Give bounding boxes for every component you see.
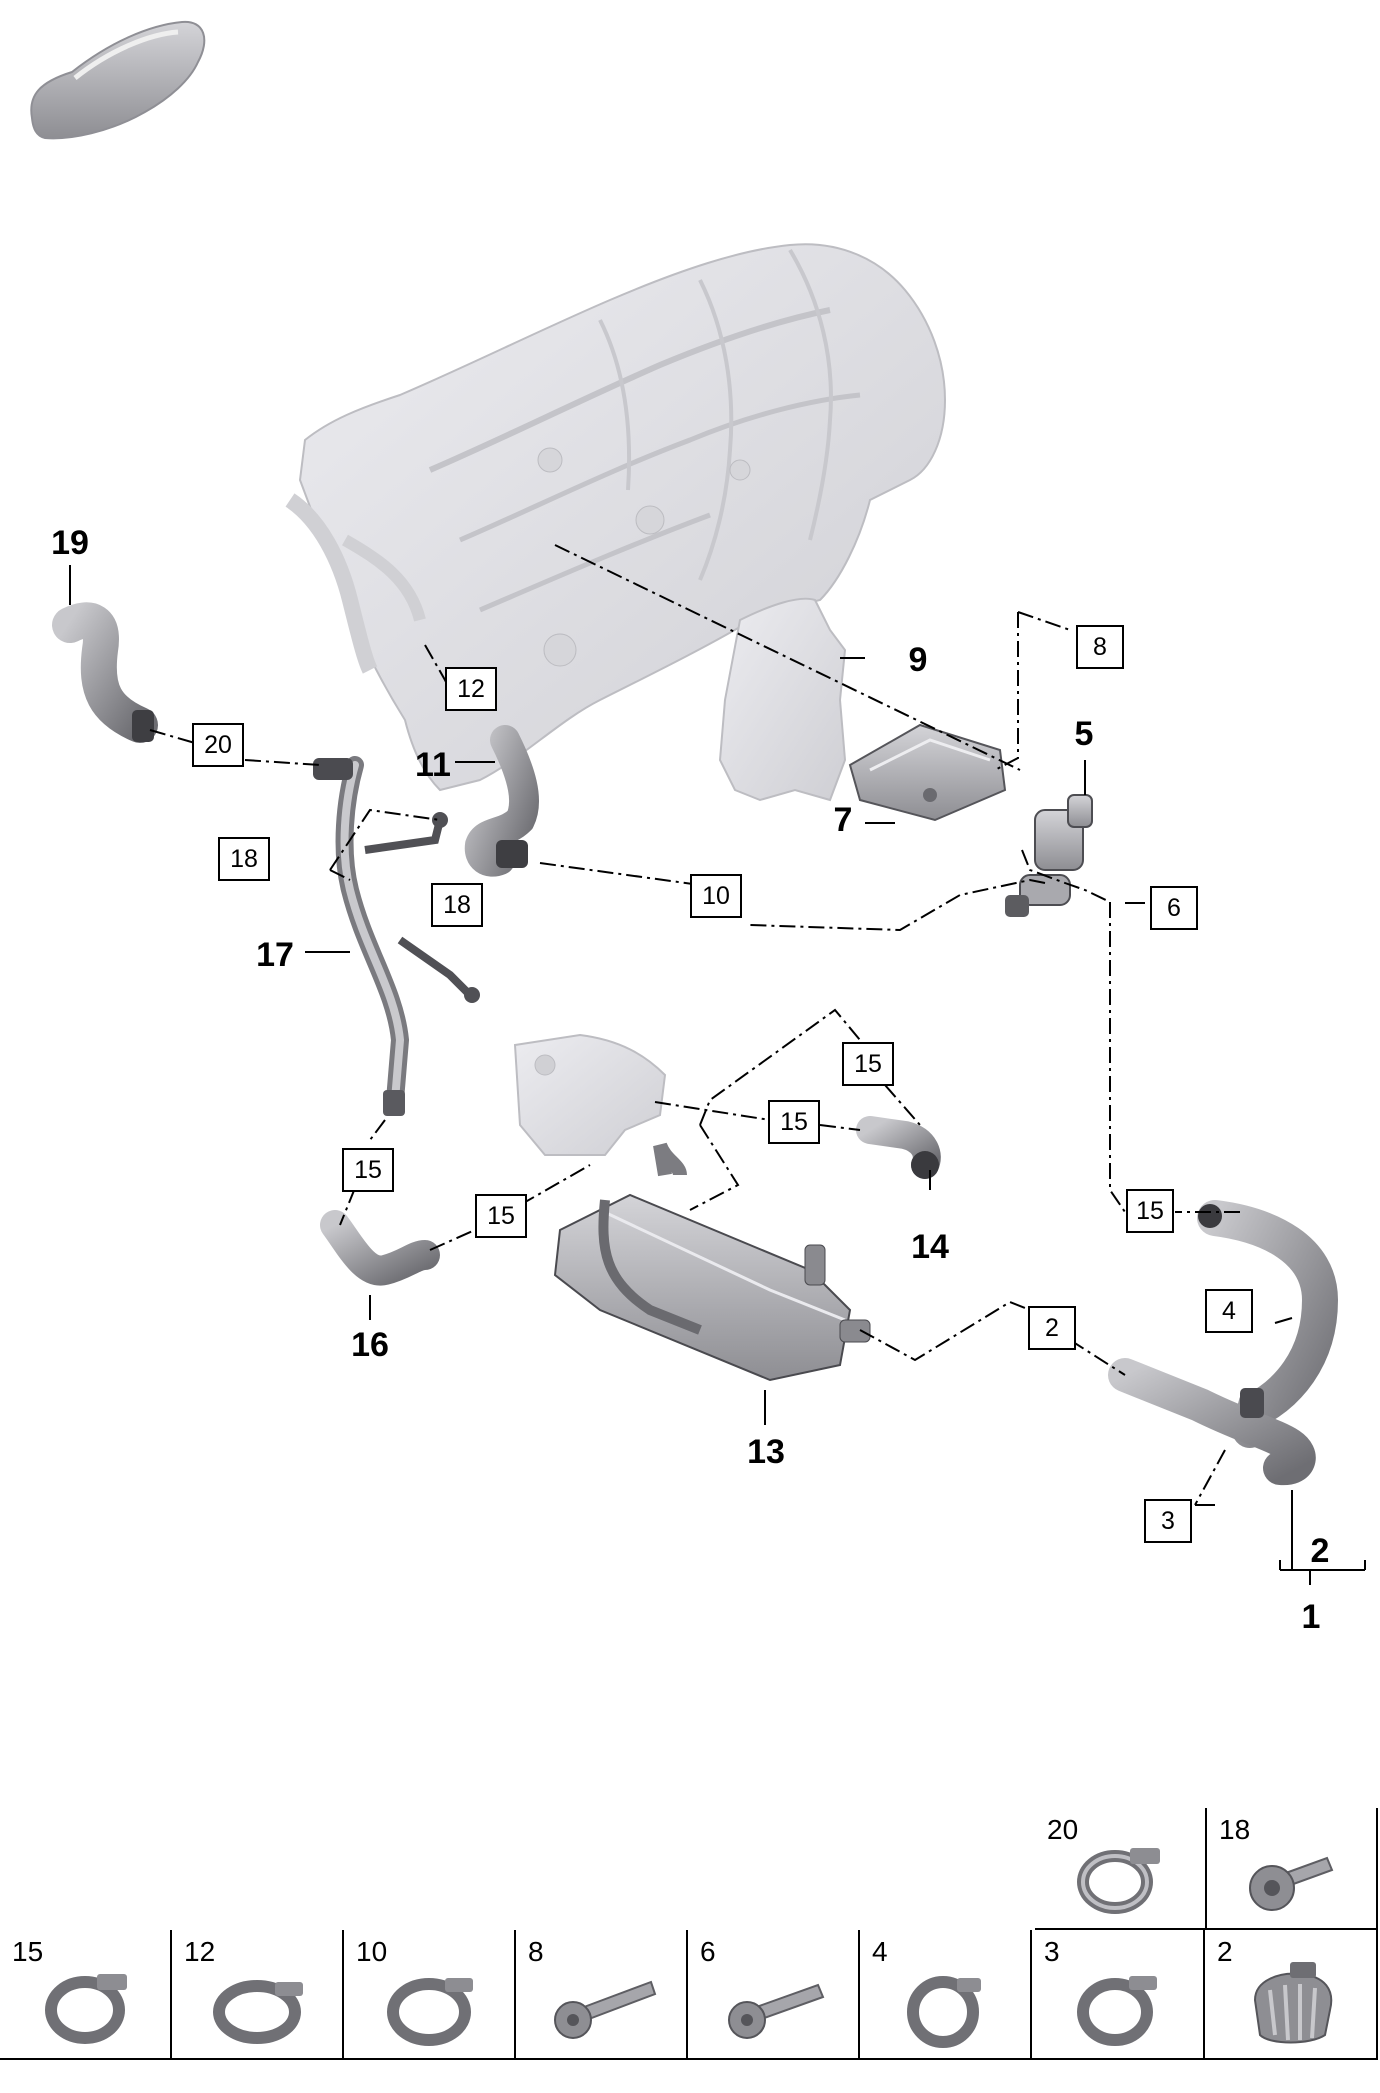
- thumbnail-label: 10: [356, 1936, 388, 1967]
- hose-assembly: [1108, 1200, 1339, 1486]
- part-number-16: 16: [351, 1326, 389, 1364]
- part-number-5: 5: [1074, 715, 1094, 753]
- thumbnail-18[interactable]: 18: [1207, 1808, 1378, 1930]
- hose-clamp-icon: [1077, 1848, 1160, 1914]
- thumbnail-label: 3: [1044, 1936, 1060, 1967]
- fastener-ref-6[interactable]: 6: [1150, 886, 1198, 930]
- part-number-2: 2: [1310, 1532, 1330, 1570]
- thumbnail-8[interactable]: 8: [516, 1930, 688, 2060]
- thumbnail-label: 4: [872, 1936, 888, 1967]
- fastener-ref-15[interactable]: 15: [342, 1148, 394, 1192]
- thumbnail-3[interactable]: 3: [1032, 1930, 1205, 2060]
- coolant-valve: [1005, 794, 1093, 917]
- thumbnail-label: 12: [184, 1936, 216, 1967]
- bracket: [848, 723, 1007, 822]
- part-number-13: 13: [747, 1433, 785, 1471]
- hose-19-end: [132, 710, 154, 742]
- hose-clamp-icon: [387, 1978, 473, 2046]
- fastener-ref-12[interactable]: 12: [445, 667, 497, 711]
- fastener-ref-18[interactable]: 18: [431, 883, 483, 927]
- part-number-19: 19: [51, 524, 89, 562]
- fastener-ref-15[interactable]: 15: [842, 1042, 894, 1086]
- thumbnail-label: 20: [1047, 1814, 1079, 1845]
- fastener-ref-15[interactable]: 15: [768, 1100, 820, 1144]
- fastener-ref-10[interactable]: 10: [690, 874, 742, 918]
- hose-14-end: [911, 1151, 939, 1179]
- thumbnail-label: 8: [528, 1936, 544, 1967]
- thumbnail-15[interactable]: 15: [0, 1930, 172, 2060]
- thumbnail-6[interactable]: 6: [688, 1930, 860, 2060]
- thumbnail-10[interactable]: 10: [344, 1930, 516, 2060]
- part-number-17: 17: [256, 936, 294, 974]
- hose-11: [464, 725, 539, 877]
- leader-lines: [69, 565, 1366, 1585]
- thumbnail-20[interactable]: 20: [1035, 1808, 1207, 1930]
- bolt-icon: [554, 1980, 657, 2039]
- thumbnail-4[interactable]: 4: [860, 1930, 1032, 2060]
- thumbnail-2[interactable]: 2: [1205, 1930, 1378, 2060]
- part-number-14: 14: [911, 1228, 949, 1266]
- oil-cooler: [553, 1142, 871, 1382]
- part-number-9: 9: [908, 641, 928, 679]
- thumbnail-label: 6: [700, 1936, 716, 1967]
- heat-shield: [718, 597, 847, 802]
- fastener-ref-4[interactable]: 15: [1126, 1189, 1174, 1233]
- hose-16: [320, 1210, 440, 1286]
- thumbnail-12[interactable]: 12: [172, 1930, 344, 2060]
- coolant-pipe: [313, 756, 480, 1116]
- hose-19: [52, 602, 158, 743]
- fastener-ref-2[interactable]: 4: [1205, 1289, 1253, 1333]
- hose-11-end: [496, 840, 528, 868]
- fastener-ref-8[interactable]: 8: [1076, 625, 1124, 669]
- part-number-1: 1: [1301, 1598, 1321, 1636]
- fastener-ref-3[interactable]: 3: [1144, 1499, 1192, 1543]
- hose-clamp-icon: [1077, 1976, 1157, 2046]
- hose-clamp-icon: [907, 1976, 981, 2048]
- reservoir: [513, 1033, 667, 1156]
- fastener-ref-20[interactable]: 20: [192, 723, 244, 767]
- fastener-ref-3[interactable]: 2: [1028, 1306, 1076, 1350]
- bolt-icon: [1249, 1856, 1334, 1911]
- part-number-7: 7: [833, 801, 853, 839]
- transmission-housing: [285, 243, 947, 792]
- part-number-11: 11: [415, 746, 451, 784]
- hose-clamp-icon: [45, 1974, 127, 2044]
- thumbnail-label: 15: [12, 1936, 44, 1967]
- thumbnail-label: 2: [1217, 1936, 1233, 1967]
- car-silhouette-icon: [30, 20, 206, 140]
- hose-clamp-icon: [213, 1980, 303, 2044]
- bolt-icon: [728, 1983, 825, 2039]
- clip-holder-icon: [1253, 1962, 1333, 2044]
- fastener-ref-18[interactable]: 18: [218, 837, 270, 881]
- thumbnail-label: 18: [1219, 1814, 1251, 1845]
- fastener-ref-15[interactable]: 15: [475, 1194, 527, 1238]
- dash-lines: [149, 544, 1240, 1506]
